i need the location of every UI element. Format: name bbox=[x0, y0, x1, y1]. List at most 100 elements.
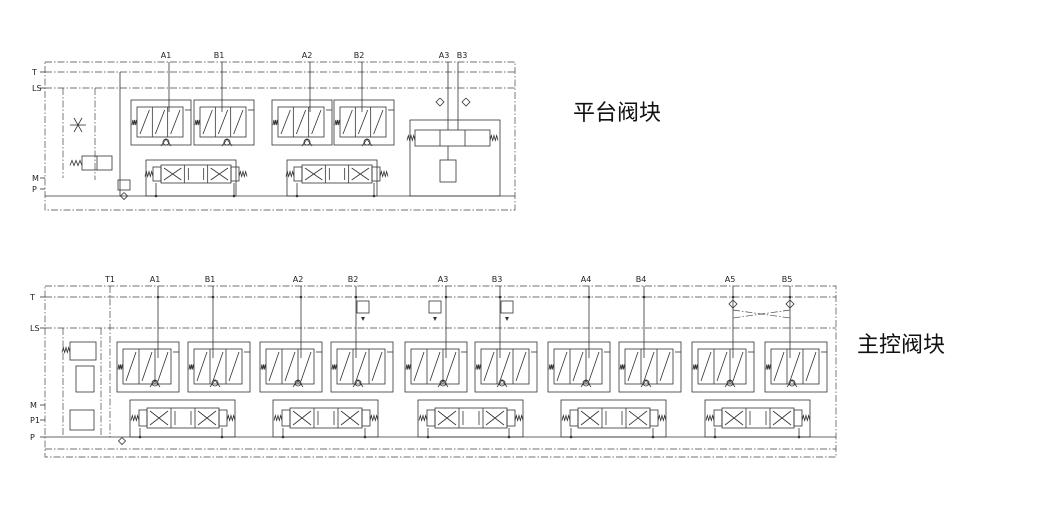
port-label: LS bbox=[30, 324, 40, 333]
cartridge-flow-arrow bbox=[588, 351, 600, 382]
cartridge-flow-arrow bbox=[196, 351, 208, 382]
cartridge-flow-arrow bbox=[643, 351, 655, 382]
port-label: P bbox=[32, 185, 37, 194]
main-check-A bbox=[437, 379, 449, 388]
valve-spring-left bbox=[561, 413, 571, 423]
main-cartridge-valve-A bbox=[404, 341, 468, 393]
main-valve-section-outline bbox=[704, 399, 811, 438]
junction-dot bbox=[444, 295, 448, 299]
cartridge-spring bbox=[405, 364, 412, 370]
junction-dot bbox=[731, 295, 735, 299]
valve-cross-line bbox=[304, 167, 323, 181]
cartridge-outline bbox=[259, 341, 323, 393]
cartridge-flow-arrow bbox=[217, 109, 229, 135]
cartridge-outline bbox=[333, 99, 395, 146]
cartridge-flow-arrow bbox=[295, 109, 307, 135]
platform-check-B bbox=[221, 138, 233, 147]
check-valve-seat bbox=[292, 379, 304, 388]
check-valve-seat bbox=[437, 379, 449, 388]
valve-actuator-left bbox=[569, 409, 579, 427]
main-cartridge-valve-B bbox=[187, 341, 251, 393]
platform-directional-valve-3 bbox=[414, 129, 491, 147]
cartridge-outline bbox=[691, 341, 755, 393]
cartridge-valve-body bbox=[339, 106, 387, 138]
shuttle-A3 bbox=[435, 97, 445, 107]
check-valve-seat bbox=[724, 379, 736, 388]
valve-actuator-right bbox=[649, 409, 659, 427]
valve-actuator-right bbox=[218, 409, 228, 427]
port-label-B: B4 bbox=[636, 275, 647, 284]
main-block-title: 主控阀块 bbox=[857, 333, 945, 358]
platform-block-title: 平台阀块 bbox=[573, 101, 661, 126]
junction-dot bbox=[156, 295, 160, 299]
junction-dot bbox=[363, 435, 367, 439]
port-label: P bbox=[30, 433, 35, 442]
cartridge-flow-arrow bbox=[157, 351, 169, 382]
platform-cartridge-valve-B bbox=[193, 99, 255, 146]
cartridge-flow-arrow bbox=[300, 351, 312, 382]
main-cartridge-valve-A bbox=[547, 341, 611, 393]
platform-check-A bbox=[160, 138, 172, 147]
main-check-B bbox=[786, 379, 798, 388]
valve-actuator-right bbox=[371, 166, 381, 182]
cartridge-flow-arrow bbox=[659, 351, 671, 382]
valve-spring-right bbox=[238, 169, 248, 179]
main-cartridge-valve-B bbox=[764, 341, 828, 393]
valve-cross-line bbox=[340, 410, 360, 426]
cartridge-flow-arrow bbox=[789, 351, 801, 382]
main-valve-section-outline bbox=[272, 399, 379, 438]
port-label-A: A2 bbox=[302, 51, 313, 60]
valve-cross-line bbox=[163, 167, 182, 181]
valve-actuator-left bbox=[426, 409, 436, 427]
cartridge-spring bbox=[475, 364, 482, 370]
platform-shuttle bbox=[119, 192, 129, 201]
cartridge-flow-arrow bbox=[170, 109, 181, 135]
shuttle-B3 bbox=[461, 97, 471, 107]
platform-directional-valve bbox=[144, 164, 248, 184]
cartridge-flow-arrow bbox=[268, 351, 280, 382]
cartridge-spring bbox=[619, 364, 626, 370]
cartridge-flow-arrow bbox=[357, 109, 369, 135]
valve-spring-right bbox=[379, 169, 389, 179]
cartridge-flow-arrow bbox=[373, 109, 384, 135]
valve-actuator-left bbox=[138, 409, 148, 427]
cartridge-flow-arrow bbox=[732, 351, 744, 382]
cartridge-flow-arrow bbox=[445, 351, 457, 382]
port-label-A: A5 bbox=[725, 275, 736, 284]
port-label-B: B3 bbox=[457, 51, 468, 60]
cartridge-flow-arrow bbox=[556, 351, 568, 382]
junction-dot bbox=[797, 435, 801, 439]
relief-arrow bbox=[505, 317, 509, 321]
platform-cartridge-valve-A bbox=[130, 99, 192, 146]
main-check-A bbox=[149, 379, 161, 388]
valve-spring-left bbox=[130, 413, 140, 423]
main-check-B bbox=[209, 379, 221, 388]
valve-spring-left bbox=[273, 413, 283, 423]
port-relief-valve bbox=[428, 300, 442, 314]
port-label-A: A1 bbox=[161, 51, 172, 60]
main-check-B bbox=[496, 379, 508, 388]
check-valve-seat bbox=[209, 379, 221, 388]
cartridge-outline bbox=[764, 341, 828, 393]
cartridge-flow-arrow bbox=[339, 351, 351, 382]
cartridge-flow-arrow bbox=[716, 351, 728, 382]
valve-3-spring-right bbox=[489, 133, 499, 143]
junction-dot bbox=[642, 295, 646, 299]
cartridge-flow-arrow bbox=[572, 351, 584, 382]
main-check-A bbox=[724, 379, 736, 388]
cartridge-valve-body bbox=[277, 106, 325, 138]
port-label-B: B1 bbox=[214, 51, 225, 60]
junction-dot bbox=[569, 435, 573, 439]
cartridge-valve-body bbox=[410, 348, 460, 385]
shuttle-A5 bbox=[728, 299, 738, 309]
port-label: M bbox=[32, 174, 39, 183]
main-check-A bbox=[292, 379, 304, 388]
directional-valve-body bbox=[160, 164, 232, 184]
cartridge-flow-arrow bbox=[483, 351, 495, 382]
port-label-A: A4 bbox=[581, 275, 592, 284]
port-relief-valve bbox=[356, 300, 370, 314]
valve-cross-line bbox=[292, 410, 312, 426]
cartridge-flow-arrow bbox=[515, 351, 527, 382]
junction-dot bbox=[507, 435, 511, 439]
cartridge-valve-body bbox=[265, 348, 315, 385]
